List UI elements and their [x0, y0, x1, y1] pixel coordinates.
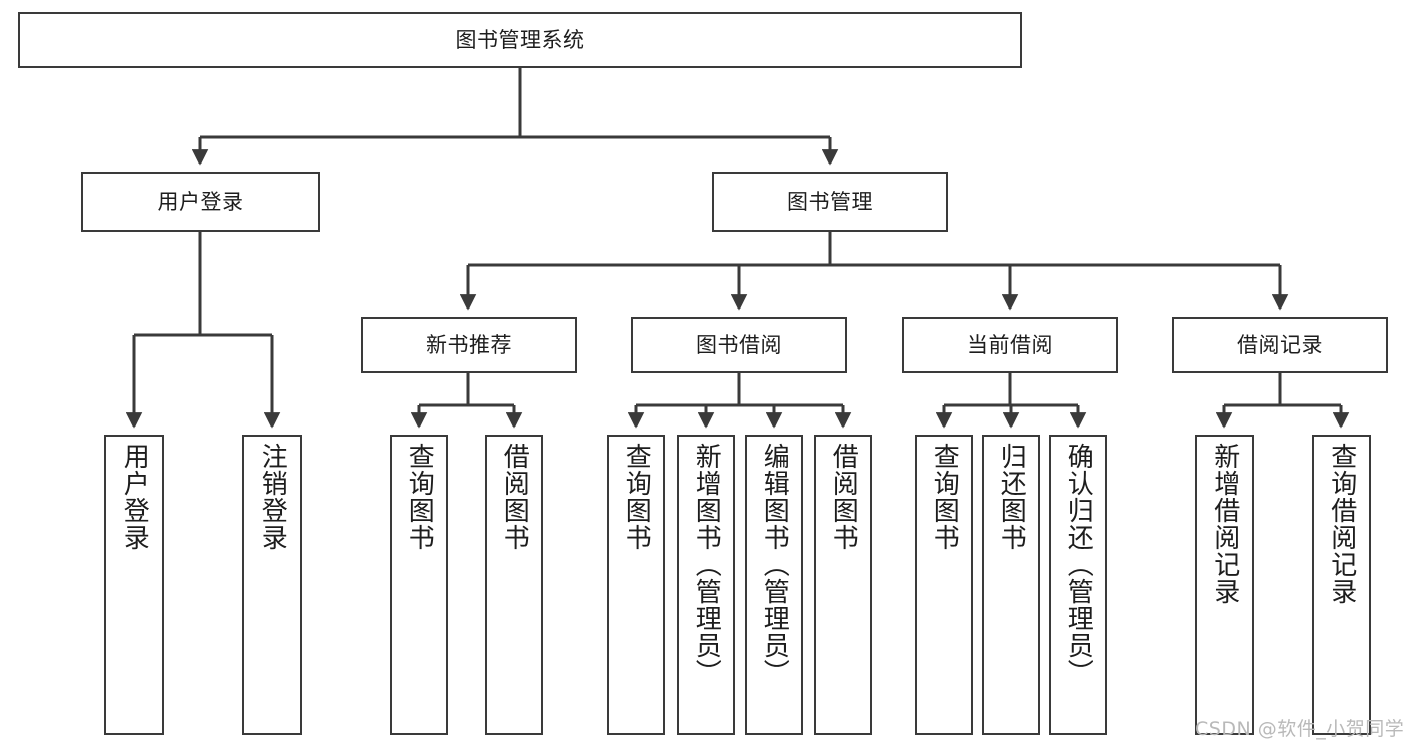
node-book-manage[interactable]: 图书管理 [712, 172, 948, 232]
node-leaf-add-record[interactable]: 新增借阅记录 [1195, 435, 1254, 735]
node-leaf-confirm-return-label: 确认归还（管理员） [1063, 443, 1094, 686]
node-leaf-return-book-label: 归还图书 [996, 443, 1027, 551]
node-leaf-user-logout[interactable]: 注销登录 [242, 435, 302, 735]
node-leaf-query-book-2-label: 查询图书 [621, 443, 652, 551]
node-root-label: 图书管理系统 [455, 27, 585, 52]
node-leaf-borrow-book-2[interactable]: 借阅图书 [814, 435, 872, 735]
node-new-book-recommend[interactable]: 新书推荐 [361, 317, 577, 373]
node-leaf-add-record-label: 新增借阅记录 [1209, 443, 1240, 605]
node-leaf-query-book-1[interactable]: 查询图书 [390, 435, 448, 735]
node-leaf-add-book-label: 新增图书（管理员） [691, 443, 722, 686]
node-user-login[interactable]: 用户登录 [81, 172, 320, 232]
node-book-manage-label: 图书管理 [787, 189, 873, 214]
node-leaf-user-login-label: 用户登录 [119, 443, 150, 551]
node-leaf-edit-book[interactable]: 编辑图书（管理员） [745, 435, 803, 735]
node-book-borrow-label: 图书借阅 [696, 332, 782, 357]
node-user-login-label: 用户登录 [157, 189, 244, 214]
node-borrow-record-label: 借阅记录 [1237, 332, 1323, 357]
node-leaf-user-logout-label: 注销登录 [257, 443, 288, 551]
node-leaf-add-book[interactable]: 新增图书（管理员） [677, 435, 735, 735]
node-leaf-confirm-return[interactable]: 确认归还（管理员） [1049, 435, 1107, 735]
node-leaf-query-book-3[interactable]: 查询图书 [915, 435, 973, 735]
node-leaf-query-book-2[interactable]: 查询图书 [607, 435, 665, 735]
node-leaf-query-book-3-label: 查询图书 [929, 443, 960, 551]
node-borrow-record[interactable]: 借阅记录 [1172, 317, 1388, 373]
node-current-borrow[interactable]: 当前借阅 [902, 317, 1118, 373]
node-root[interactable]: 图书管理系统 [18, 12, 1022, 68]
node-leaf-borrow-book-1-label: 借阅图书 [499, 443, 530, 551]
node-leaf-borrow-book-1[interactable]: 借阅图书 [485, 435, 543, 735]
node-leaf-edit-book-label: 编辑图书（管理员） [759, 443, 790, 686]
node-new-book-recommend-label: 新书推荐 [426, 332, 512, 357]
node-leaf-return-book[interactable]: 归还图书 [982, 435, 1040, 735]
csdn-watermark: CSDN @软件_小贺同学 [1195, 718, 1405, 740]
node-leaf-user-login[interactable]: 用户登录 [104, 435, 164, 735]
node-book-borrow[interactable]: 图书借阅 [631, 317, 847, 373]
node-leaf-query-book-1-label: 查询图书 [404, 443, 435, 551]
node-current-borrow-label: 当前借阅 [967, 332, 1053, 357]
node-leaf-query-record[interactable]: 查询借阅记录 [1312, 435, 1371, 735]
node-leaf-borrow-book-2-label: 借阅图书 [828, 443, 859, 551]
node-leaf-query-record-label: 查询借阅记录 [1326, 443, 1357, 605]
